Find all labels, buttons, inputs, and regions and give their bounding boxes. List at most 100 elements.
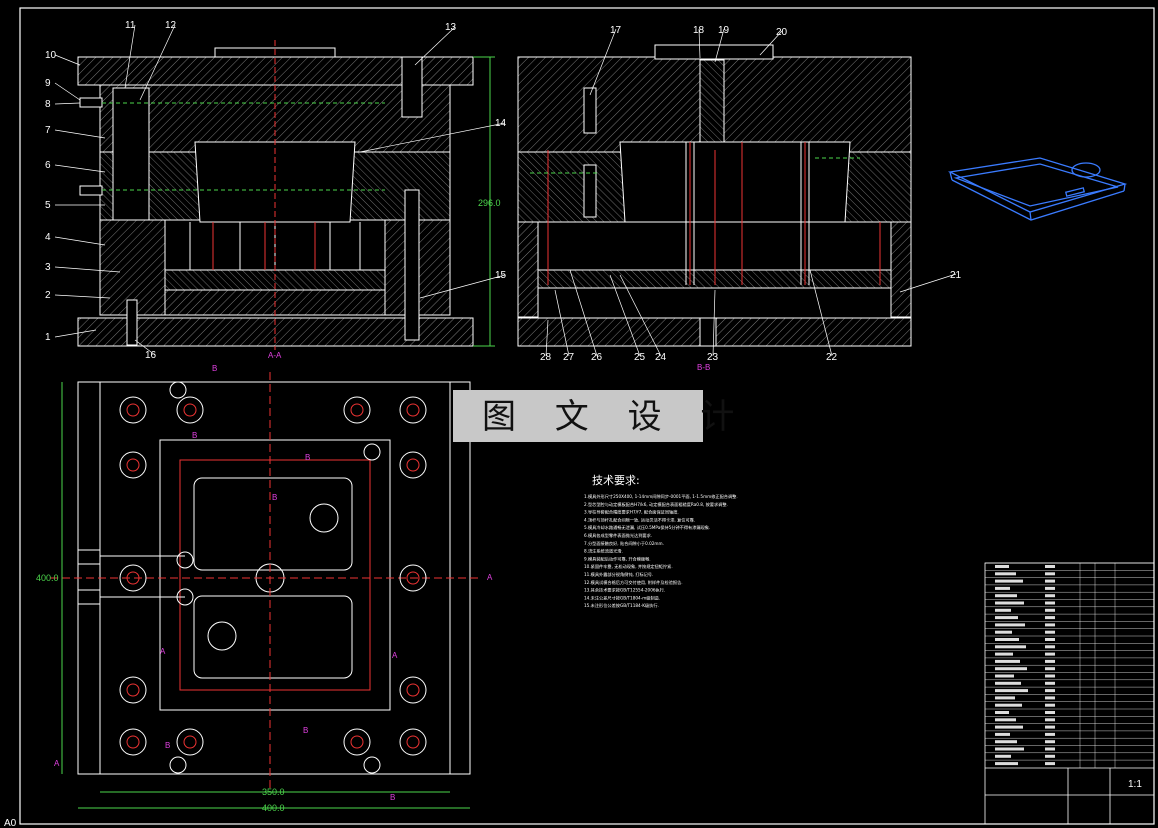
part-number-label: 20 [776,27,788,38]
part-number-label: 10 [45,50,57,61]
bolt-head-circle [119,564,147,592]
dim-outer-width: 400.0 [262,803,285,813]
bolt-head-circle [176,396,204,424]
part-number-label: 3 [45,262,51,273]
section-label-b: B-B [697,363,710,372]
section-view-a: 296.0 A-A [77,40,501,360]
part-number-label: 1 [45,332,51,343]
tech-requirement-item: 13.其余技术要求按GB/T12554-2006执行. [584,587,665,594]
cavity-insert [194,141,356,223]
tech-requirement-item: 15.未注形位公差按GB/T1184-K级执行. [584,602,659,609]
b-support-left [517,221,539,318]
watermark-text: 图 文 设 计 [482,397,748,437]
tech-requirement-item: 7.分型面接触良好, 贴合间隙小于0.02mm. [584,540,664,547]
sheet-size-mark: A0 [4,818,17,828]
phone-case-isometric [947,157,1128,221]
section-mark: B [303,726,308,735]
tech-requirement-item: 11.模具外露部分锐角倒钝, 打标记号. [584,571,653,578]
section-mark: B [212,364,217,373]
part-number-label: 26 [591,352,603,363]
part-number-label: 4 [45,232,51,243]
part-number-label: 13 [445,22,457,33]
part-number-label: 8 [45,99,51,110]
section-marks: A A A A B B B B B B B [54,364,493,802]
section-mark: A [487,573,493,582]
bolt-pattern [119,381,427,774]
part-number-label: 7 [45,125,51,136]
section-mark: B [192,431,197,440]
section-mark: B [305,453,310,462]
guide-pillar-left [112,87,150,221]
sprue-bush-head [654,44,774,60]
part-number-label: 18 [693,25,705,36]
bolt-head-circle [399,396,427,424]
part-number-label: 27 [563,352,575,363]
tech-requirement-item: 12.模具试模合格后方可交付使用, 附样件及检验报告. [584,579,683,586]
bolt-head-circle [119,728,147,756]
section-view-b: B-B [517,44,912,372]
dim-inner-width: 350.0 [262,787,285,797]
b-support-right [890,221,912,318]
section-mark: B [390,793,395,802]
part-number-label: 2 [45,290,51,301]
b-cavity-insert [619,141,851,223]
bolt-head-circle [399,676,427,704]
screw-left [126,299,138,346]
part-number-label: 21 [950,270,962,281]
plan-view: 400.0 350.0 400.0 A A A A B B B B B B B [36,364,493,813]
part-number-label: 15 [495,270,507,281]
dim-height: 296.0 [478,198,501,208]
sheet-border [19,7,1155,825]
part-number-label: 23 [707,352,719,363]
guide-bush-top [401,56,423,118]
guide-pillar-right [404,189,420,341]
tech-requirement-item: 14.未注公差尺寸按GB/T1804-m级制造. [584,594,660,601]
bolt-head-circle [343,728,371,756]
part-number-label: 22 [826,352,838,363]
tech-requirement-item: 8.浇注系统流道光滑. [584,548,623,555]
tech-requirement-item: 3.导柱导套配合精度要求H7/f7, 配合面保证同轴度. [584,509,679,516]
section-label-a: A-A [268,351,282,360]
tech-requirements-list: 1.模具外形尺寸250X400, 1-14mm间隙同步-0001平面, 1-1.… [584,493,738,609]
bom-table [985,562,1154,768]
bolt-head-circle [119,451,147,479]
section-mark: B [272,493,277,502]
part-number-label: 17 [610,25,622,36]
bolt-head-circle [176,728,204,756]
part-number-label: 11 [125,20,136,31]
part-number-label: 19 [718,25,730,36]
bolt-head-circle [399,451,427,479]
tech-requirement-item: 9.模具装配后动作可靠, 开合模顺畅. [584,555,651,562]
part-number-label: 16 [145,350,157,361]
dim-plan-height: 400.0 [36,573,59,583]
section-mark: A [54,759,60,768]
tech-requirement-item: 2.型芯型腔与动定模板配合H7/k6, 动定模配合表面粗糙度Ra0.8, 按要求… [584,501,728,508]
bolt-head-circle [343,396,371,424]
section-mark: A [392,651,398,660]
part-number-label: 24 [655,352,667,363]
tech-heading: 技术要求: [592,474,640,487]
tech-requirement-item: 10.紧固件牢靠, 无松动现象, 并按规定扭矩拧紧. [584,563,673,570]
section-mark: A [160,647,166,656]
part-number-label: 6 [45,160,51,171]
part-number-label: 12 [165,20,177,31]
part-number-label: 5 [45,200,51,211]
part-number-label: 25 [634,352,646,363]
bolt-head-circle [119,676,147,704]
tech-requirement-item: 5.模具冷却水路通畅无泄漏, 试压0.5MPa保持5分钟不得有渗漏现象. [584,524,710,531]
bolt-head-circle [399,728,427,756]
tech-requirement-item: 1.模具外形尺寸250X400, 1-14mm间隙同步-0001平面, 1-1.… [584,493,738,500]
tech-requirement-item: 4.顶杆与顶杆孔配合间隙一致, 运动灵活不得卡滞, 复位可靠. [584,516,695,523]
watermark-box [453,390,703,442]
part-labels-right: 17 18 19 20 21 22 23 24 25 26 27 28 [540,25,962,363]
part-number-label: 28 [540,352,552,363]
sprue-bush [699,59,725,156]
bolt-head-circle [399,564,427,592]
sheet-scale: 1:1 [1128,779,1142,790]
bolt-head-circle [119,396,147,424]
tech-requirement-item: 6.模具各成型零件表面抛光达到要求. [584,532,652,539]
part-number-label: 14 [495,118,507,129]
section-mark: B [165,741,170,750]
